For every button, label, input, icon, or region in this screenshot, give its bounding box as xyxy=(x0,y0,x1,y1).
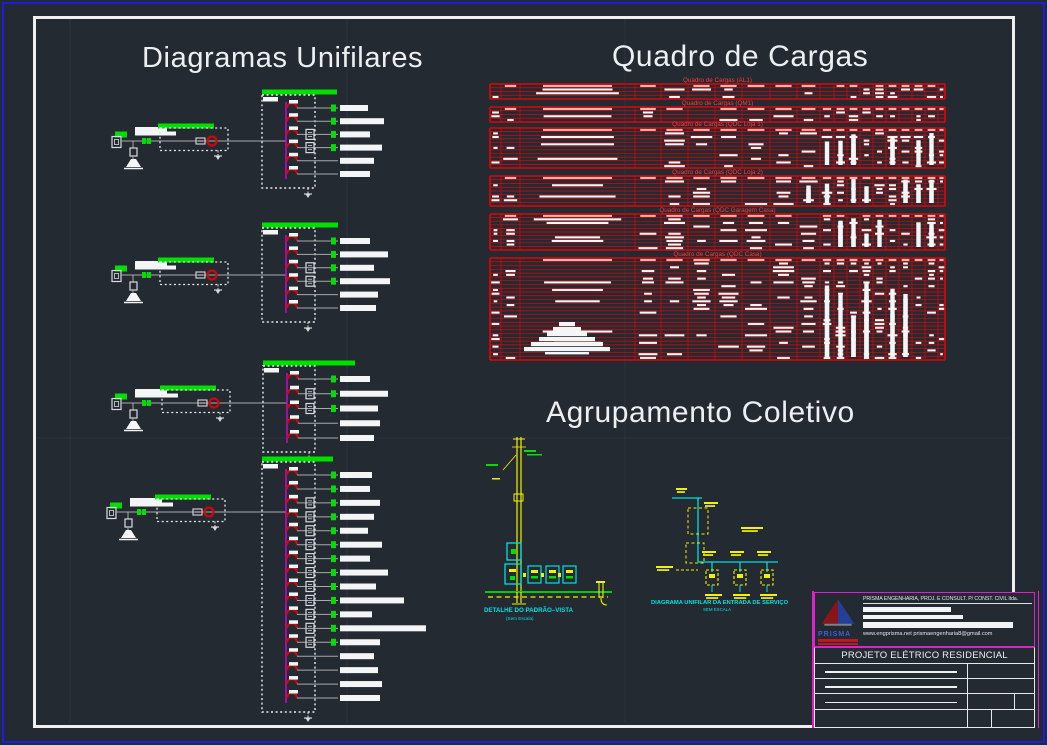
branch-circuit xyxy=(285,259,374,274)
branch-circuit xyxy=(285,113,384,125)
company-address-line xyxy=(863,622,1013,628)
branch-circuit xyxy=(285,166,370,177)
field-line xyxy=(825,686,957,688)
prisma-pyramid-icon xyxy=(821,599,855,626)
company-contact: www.engprisma.net prismaengenharia8@gmai… xyxy=(863,631,993,637)
unifilar-diagram-4 xyxy=(106,456,426,722)
branch-circuit xyxy=(285,522,368,537)
branch-circuit xyxy=(285,578,376,593)
field-divider xyxy=(991,710,993,727)
branch-circuit xyxy=(285,139,382,154)
load-table-title: Quadro de Cargas (AL1) xyxy=(683,77,752,84)
load-table-title: Quadro de Cargas (QM1) xyxy=(682,100,753,107)
entrada-detail-label: DIAGRAMA UNIFILAR DA ENTRADA DE SERVIÇO xyxy=(651,600,789,606)
branch-circuit xyxy=(285,634,380,648)
title-agrupamento-coletivo: Agrupamento Coletivo xyxy=(546,396,855,429)
branch-circuit xyxy=(285,676,382,688)
field-line xyxy=(825,701,957,704)
branch-circuit xyxy=(285,508,374,523)
title-block-field-row xyxy=(814,694,1035,710)
title-block-field-row xyxy=(814,679,1035,694)
branch-circuit xyxy=(286,400,378,415)
branch-circuit xyxy=(285,100,368,112)
branch-circuit xyxy=(285,152,374,164)
field-divider xyxy=(1014,694,1016,709)
unifilar-diagram-2 xyxy=(111,222,390,332)
load-table: Quadro de Cargas (QDC Loja 1) xyxy=(489,121,946,169)
branch-circuit xyxy=(286,385,388,400)
branch-circuit xyxy=(286,371,370,383)
branch-circuit xyxy=(285,273,390,287)
branch-circuit xyxy=(285,494,380,509)
title-block-field-row xyxy=(814,664,1035,679)
padrao-detail-sublabel: (Sem Escala) xyxy=(506,616,534,621)
branch-circuit xyxy=(285,592,404,607)
company-address-line xyxy=(863,607,951,612)
branch-circuit xyxy=(285,620,426,634)
viewport-magenta-line-left xyxy=(812,591,814,728)
branch-circuit xyxy=(286,415,380,427)
branch-circuit xyxy=(285,648,374,660)
load-table-title: Quadro de Cargas (QDC Casa) xyxy=(673,251,761,258)
branch-circuit xyxy=(285,480,370,493)
load-table-title: Quadro de Cargas (QDC Loja 2) xyxy=(672,169,763,176)
load-table: Quadro de Cargas (AL1) xyxy=(489,77,946,100)
entrada-detail-sublabel: SEM ESCALA xyxy=(703,607,731,612)
logo-text: PRISMA xyxy=(818,631,852,638)
company-info: PRISMA ENGENHARIA, PROJ. E CONSULT. P/ C… xyxy=(861,593,1034,646)
load-table: Quadro de Cargas (QDC Loja 2) xyxy=(489,169,946,207)
drawing-frame xyxy=(33,16,1015,728)
load-table: Quadro de Cargas (QM1) xyxy=(489,100,946,123)
padrao-detail: DETALHE DO PADRÃO–VISTA (Sem Escala) xyxy=(484,437,612,621)
unifilar-diagram-1 xyxy=(111,89,384,198)
entrada-detail: DIAGRAMA UNIFILAR DA ENTRADA DE SERVIÇOS… xyxy=(651,488,789,612)
company-logo: PRISMA xyxy=(815,593,861,646)
project-title: PROJETO ELÉTRICO RESIDENCIAL xyxy=(814,647,1035,664)
unifilar-diagram-3 xyxy=(111,360,388,462)
title-block: PRISMA PRISMA ENGENHARIA, PROJ. E CONSUL… xyxy=(812,591,1039,728)
branch-circuit xyxy=(285,662,378,674)
logo-stripes xyxy=(818,639,858,646)
branch-circuit xyxy=(285,536,382,551)
branch-circuit xyxy=(285,467,372,479)
branch-circuit xyxy=(285,300,376,311)
title-quadro-de-cargas: Quadro de Cargas xyxy=(612,40,869,73)
branch-circuit xyxy=(286,430,374,441)
branch-circuit xyxy=(285,126,370,140)
viewport-magenta-line-right xyxy=(1037,591,1039,728)
title-diagramas-unifilares: Diagramas Unifilares xyxy=(142,42,424,74)
branch-circuit xyxy=(285,246,388,258)
branch-circuit xyxy=(285,286,378,298)
load-table-title: Quadro de Cargas (QDC Garagem Casa) xyxy=(659,207,775,214)
company-address-line xyxy=(863,614,963,619)
branch-circuit xyxy=(285,564,388,579)
branch-circuit xyxy=(285,606,372,620)
padrao-detail-label: DETALHE DO PADRÃO–VISTA xyxy=(484,607,574,614)
branch-circuit xyxy=(285,690,380,701)
load-table-title: Quadro de Cargas (QDC Loja 1) xyxy=(672,121,763,128)
company-name: PRISMA ENGENHARIA, PROJ. E CONSULT. P/ C… xyxy=(863,596,1032,604)
title-block-company-section: PRISMA PRISMA ENGENHARIA, PROJ. E CONSUL… xyxy=(814,592,1035,647)
load-table: Quadro de Cargas (QDC Casa) xyxy=(489,251,946,361)
branch-circuit xyxy=(285,233,370,245)
title-block-field-row xyxy=(814,710,1035,728)
field-line xyxy=(825,671,957,673)
field-divider xyxy=(967,710,969,727)
load-table: Quadro de Cargas (QDC Garagem Casa) xyxy=(489,207,946,251)
branch-circuit xyxy=(285,550,370,565)
